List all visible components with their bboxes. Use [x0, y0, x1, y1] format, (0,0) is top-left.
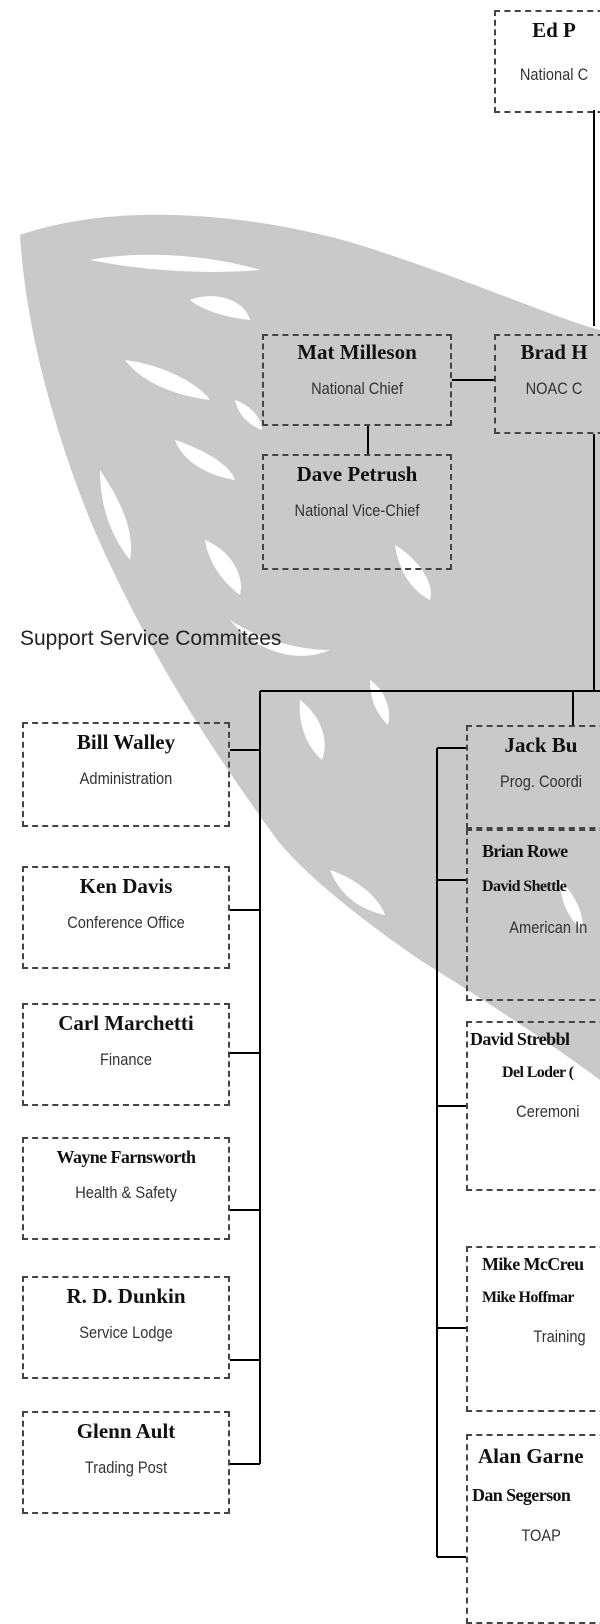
mat-milleson-box: Mat Milleson National Chief — [262, 334, 452, 426]
person-name: Wayne Farnsworth — [56, 1147, 197, 1167]
person-name: Ken Davis — [79, 874, 173, 898]
person-name: David Strebbl — [470, 1029, 570, 1049]
support-box-wayne-farnsworth: Wayne Farnsworth Health & Safety — [22, 1137, 230, 1240]
program-box-brian-rowe: Brian Rowe David Shettle American In — [466, 829, 600, 1001]
section-label: Support Service Commitees — [20, 627, 282, 650]
program-box-alan-garne: Alan Garne Dan Segerson TOAP — [466, 1434, 600, 1624]
support-box-rd-dunkin: R. D. Dunkin Service Lodge — [22, 1276, 230, 1379]
person-role: Trading Post — [84, 1458, 168, 1477]
person-name: R. D. Dunkin — [66, 1284, 186, 1308]
person-role: Conference Office — [67, 913, 185, 932]
person-name: Mike McCreu — [482, 1254, 584, 1274]
dave-petrush-box: Dave Petrush National Vice-Chief — [262, 454, 452, 570]
person-name-secondary: Mike Hoffmar — [482, 1289, 574, 1306]
person-role: National Vice-Chief — [294, 501, 420, 520]
person-role: NOAC C — [525, 379, 583, 398]
person-name: Glenn Ault — [76, 1419, 176, 1443]
person-role: Service Lodge — [79, 1323, 173, 1342]
person-role: National Chief — [311, 379, 403, 398]
person-role: Finance — [99, 1050, 153, 1069]
person-role: Training — [533, 1327, 586, 1346]
support-box-ken-davis: Ken Davis Conference Office — [22, 866, 230, 969]
person-name-secondary: David Shettle — [482, 878, 567, 895]
person-name: Mat Milleson — [297, 340, 417, 364]
program-box-david-strebbl: David Strebbl Del Loder ( Ceremoni — [466, 1021, 600, 1191]
person-name: Dave Petrush — [296, 462, 418, 486]
person-name: Brian Rowe — [482, 841, 568, 861]
person-role: Prog. Coordi — [499, 772, 583, 791]
person-name-secondary: Dan Segerson — [472, 1485, 571, 1505]
program-box-mike-mccreu: Mike McCreu Mike Hoffmar Training — [466, 1246, 600, 1412]
person-name: Alan Garne — [478, 1444, 584, 1468]
brad-h-box: Brad H NOAC C — [494, 334, 600, 434]
person-role: Health & Safety — [75, 1183, 177, 1202]
person-role: National C — [519, 65, 589, 84]
person-role: Ceremoni — [516, 1102, 580, 1121]
person-name: Brad H — [520, 340, 588, 364]
person-name: Bill Walley — [76, 730, 176, 754]
program-box-jack-bu: Jack Bu Prog. Coordi — [466, 725, 600, 829]
person-name-secondary: Del Loder ( — [502, 1064, 574, 1081]
support-box-carl-marchetti: Carl Marchetti Finance — [22, 1003, 230, 1106]
person-name: Ed P — [532, 18, 576, 42]
person-role: American In — [509, 918, 588, 937]
support-box-bill-walley: Bill Walley Administration — [22, 722, 230, 827]
person-role: Administration — [79, 769, 173, 788]
ed-p-box: Ed P National C — [494, 10, 600, 113]
person-name: Jack Bu — [504, 733, 578, 757]
person-role: TOAP — [521, 1526, 561, 1545]
support-box-glenn-ault: Glenn Ault Trading Post — [22, 1411, 230, 1514]
person-name: Carl Marchetti — [58, 1011, 194, 1035]
